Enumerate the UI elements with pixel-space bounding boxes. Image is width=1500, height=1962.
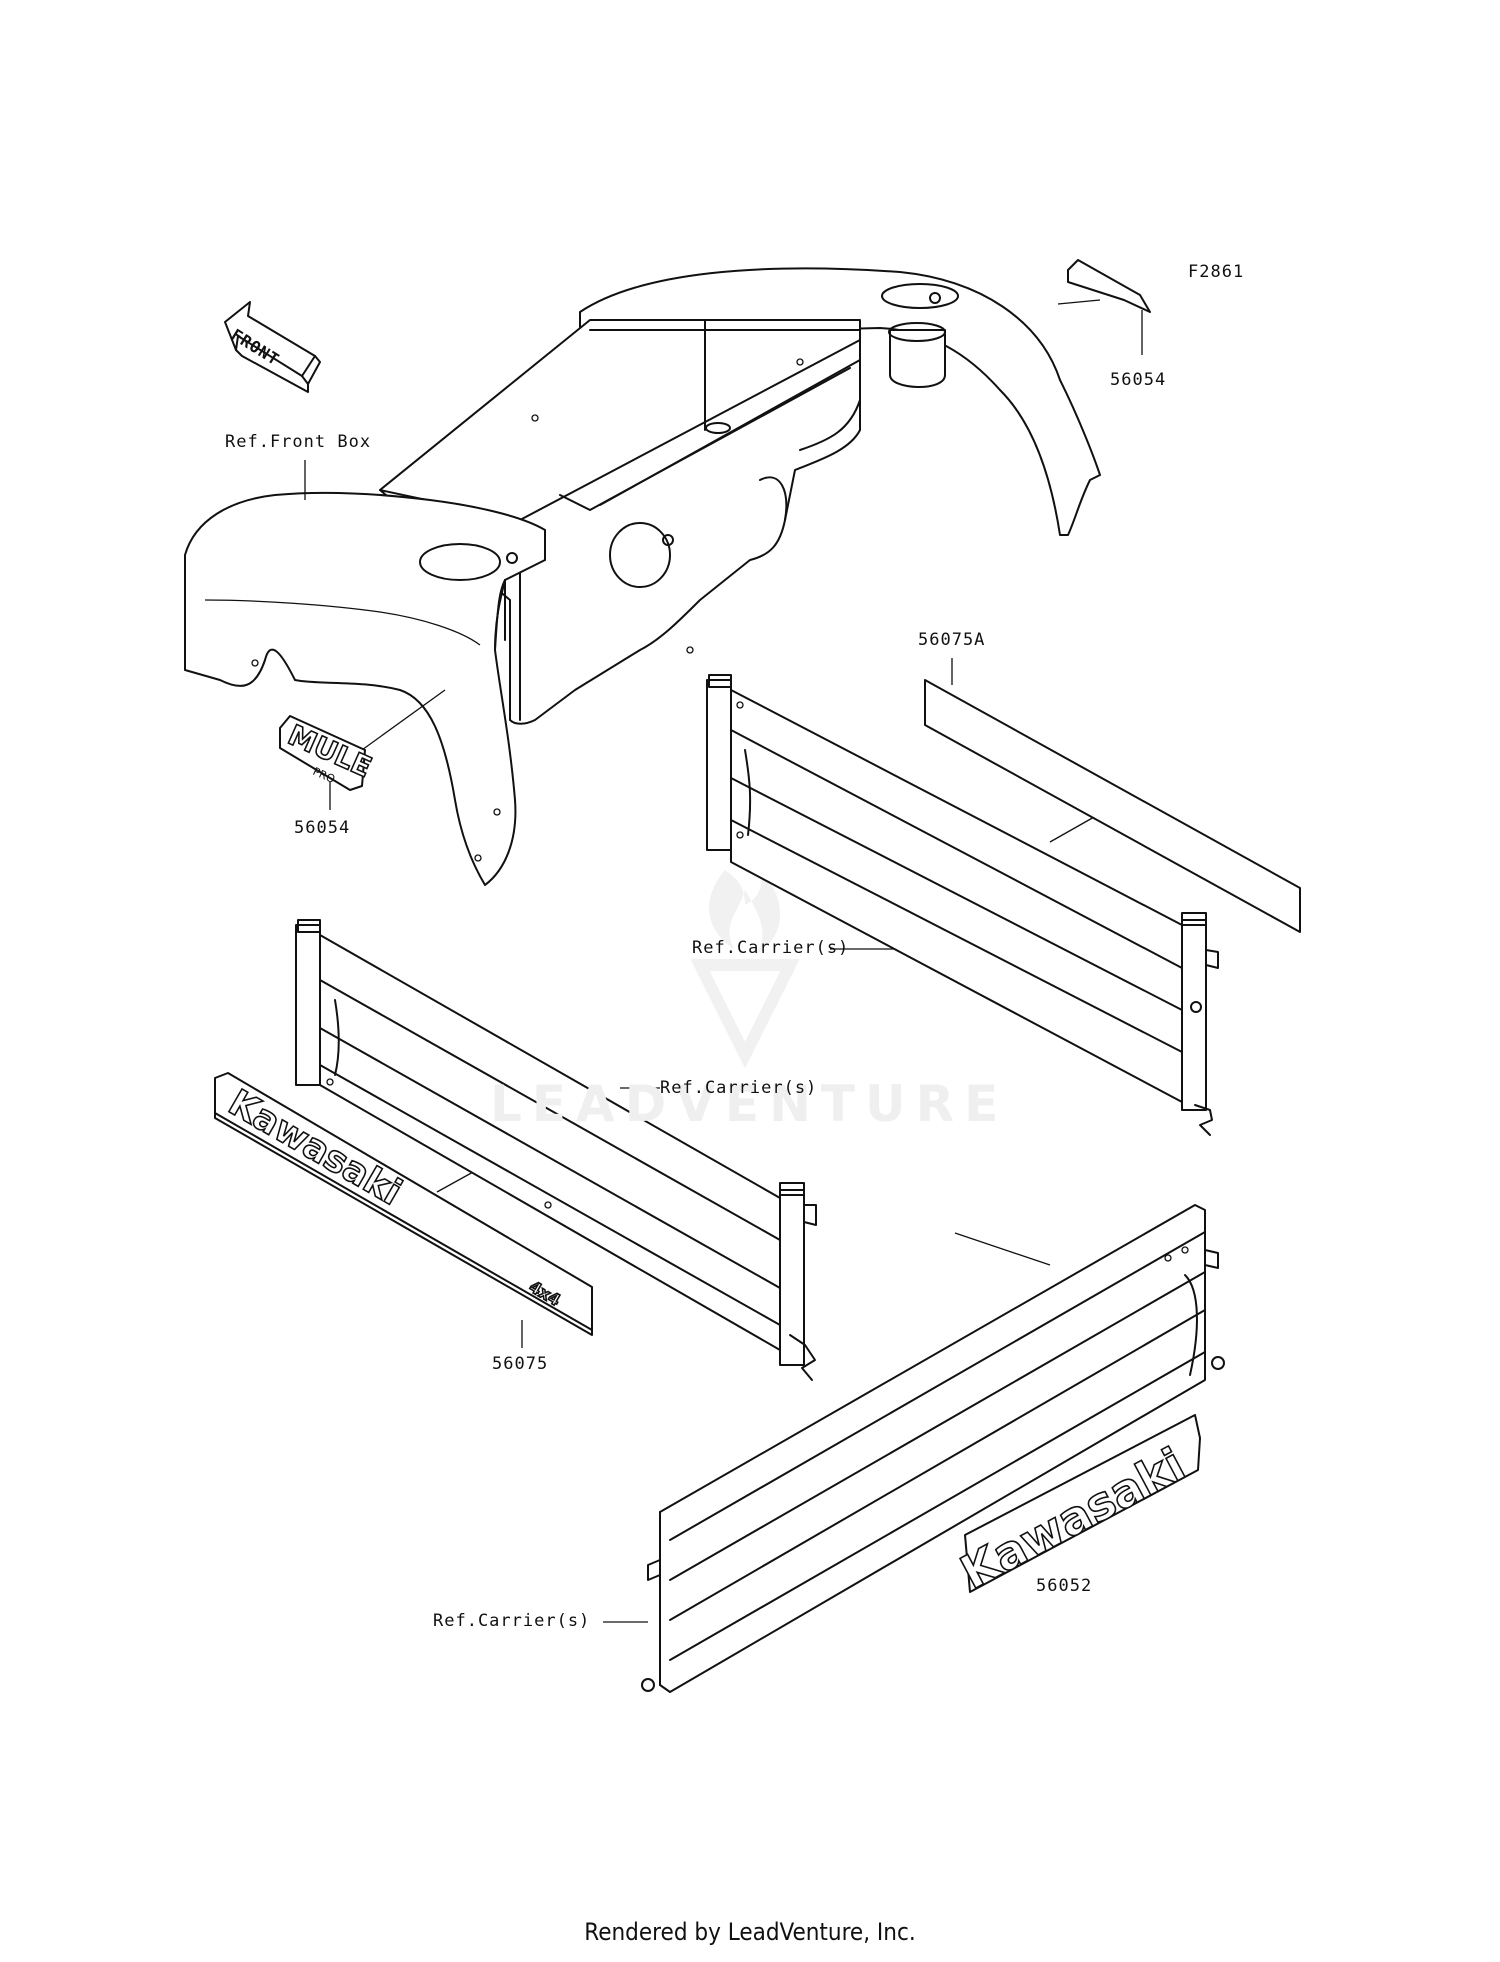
carrier-panel-middle-left: [295, 919, 817, 1381]
callout-56054-left: 56054: [294, 818, 351, 838]
front-box-assembly: [184, 267, 1101, 886]
carrier-panel-upper-right: [706, 674, 1219, 1136]
footer-credit: Rendered by LeadVenture, Inc.: [584, 1918, 916, 1946]
callout-56075: 56075: [492, 1354, 549, 1374]
callout-56054-top: 56054: [1110, 370, 1167, 390]
carrier-tailgate-bottom: [641, 1204, 1225, 1693]
callout-ref-front-box: Ref.Front Box: [225, 432, 372, 452]
front-arrow-icon: [224, 301, 321, 393]
decal-56075A: [924, 679, 1301, 933]
callout-ref-carrier-3: Ref.Carrier(s): [433, 1611, 591, 1631]
figure-id: F2861: [1188, 262, 1245, 282]
mule-decal: MULE PRO: [279, 715, 377, 791]
leadventure-watermark: LEADVENTURE: [490, 1075, 1009, 1133]
callout-ref-carrier-1: Ref.Carrier(s): [692, 938, 850, 958]
callout-56075A: 56075A: [918, 630, 986, 650]
callout-56052: 56052: [1036, 1576, 1093, 1596]
leadventure-watermark-logo: [690, 870, 800, 1069]
decal-56054-top: [1067, 259, 1151, 313]
callout-ref-carrier-2: Ref.Carrier(s): [660, 1078, 818, 1098]
